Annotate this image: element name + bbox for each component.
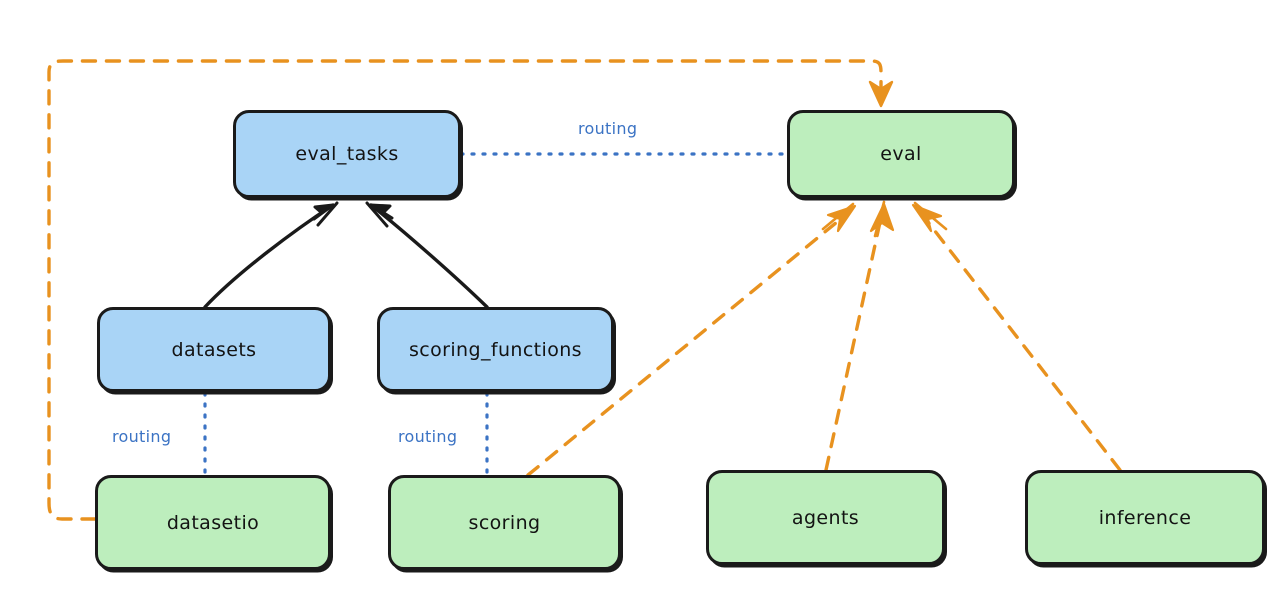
node-scoring-functions[interactable]: scoring_functions: [377, 307, 614, 392]
edge-label-routing-datasetio: routing: [112, 427, 172, 446]
edge-inference-to-eval: [911, 201, 1122, 472]
node-label-eval: eval: [880, 143, 922, 165]
node-datasets[interactable]: datasets: [97, 307, 331, 392]
edge-datasets-to-eval_tasks: [203, 201, 339, 309]
node-eval-tasks[interactable]: eval_tasks: [233, 110, 461, 198]
node-label-scoring-functions: scoring_functions: [409, 338, 582, 361]
node-label-inference: inference: [1098, 506, 1192, 529]
edge-label-routing-eval: routing: [578, 119, 638, 138]
edge-datasetio-to-eval: [47, 59, 894, 521]
edge-agents-to-eval: [824, 200, 895, 472]
node-label-agents: agents: [791, 506, 860, 529]
node-scoring[interactable]: scoring: [388, 475, 621, 570]
node-datasetio[interactable]: datasetio: [95, 475, 331, 570]
edge-label-routing-scoring: routing: [398, 427, 458, 446]
node-label-datasets: datasets: [171, 338, 257, 361]
edge-scoring_functions-to-eval_tasks: [365, 201, 489, 309]
edge-scoring-to-eval: [526, 202, 857, 477]
node-inference[interactable]: inference: [1025, 470, 1265, 565]
node-agents[interactable]: agents: [706, 470, 945, 565]
node-label-datasetio: datasetio: [166, 511, 260, 534]
node-label-eval-tasks: eval_tasks: [295, 143, 399, 165]
node-label-scoring: scoring: [468, 511, 541, 534]
node-eval[interactable]: eval: [787, 110, 1015, 198]
